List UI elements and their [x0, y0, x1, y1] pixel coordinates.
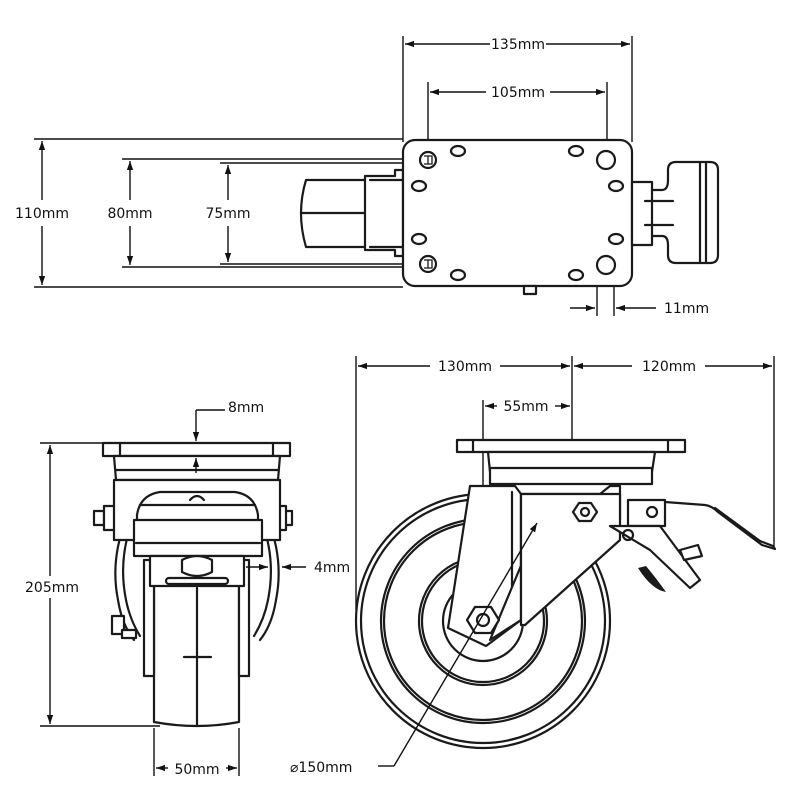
front-view: 8mm 205mm 4mm 50mm [25, 400, 350, 778]
brake-pedal-top [630, 160, 720, 265]
bolt [110, 614, 126, 636]
dim-plate-length: 135mm [491, 37, 545, 53]
top-view: 135mm 105mm 110mm 80mm 75mm 11mm [15, 36, 720, 317]
dim-wheel-diameter: ⌀150mm [290, 760, 352, 776]
top-plate-side [455, 438, 687, 454]
swivel-nut [571, 501, 599, 523]
dim-brake-reach: 120mm [642, 359, 696, 375]
dim-bolt-spacing-length: 105mm [491, 85, 545, 101]
dim-plate-width: 110mm [15, 206, 69, 222]
dim-bolt-spacing-width-outer: 80mm [107, 206, 152, 222]
dim-plate-thickness: 8mm [228, 400, 264, 416]
dim-wheel-width: 50mm [174, 762, 219, 778]
dim-fork-thickness: 4mm [314, 560, 350, 576]
plate-tab [522, 284, 538, 296]
dim-bolt-spacing-width-inner: 75mm [205, 206, 250, 222]
dim-swivel-offset: 55mm [503, 399, 548, 415]
dim-rear-reach: 130mm [438, 359, 492, 375]
top-plate-front [101, 441, 292, 458]
side-view: 130mm 120mm 55mm ⌀150mm [290, 356, 777, 776]
bolt-holes [410, 144, 625, 282]
dim-bolt-hole-diameter: 11mm [664, 301, 709, 317]
dim-overall-height: 205mm [25, 580, 79, 596]
brake-lever [608, 498, 777, 592]
axle-nut [465, 605, 501, 635]
